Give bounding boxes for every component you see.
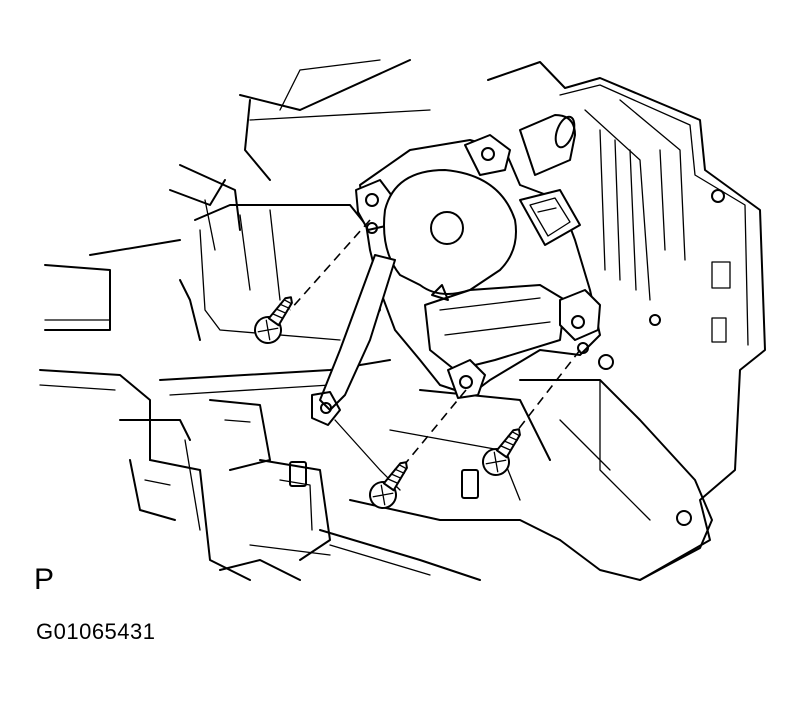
servo-motor-actuator [311, 114, 601, 491]
screw [482, 428, 521, 476]
heater-case-housing [39, 59, 766, 581]
figure-code: G01065431 [36, 619, 156, 644]
alignment-lines [289, 219, 581, 471]
screw [254, 296, 293, 344]
screw [369, 461, 408, 509]
view-label: P [34, 563, 55, 596]
